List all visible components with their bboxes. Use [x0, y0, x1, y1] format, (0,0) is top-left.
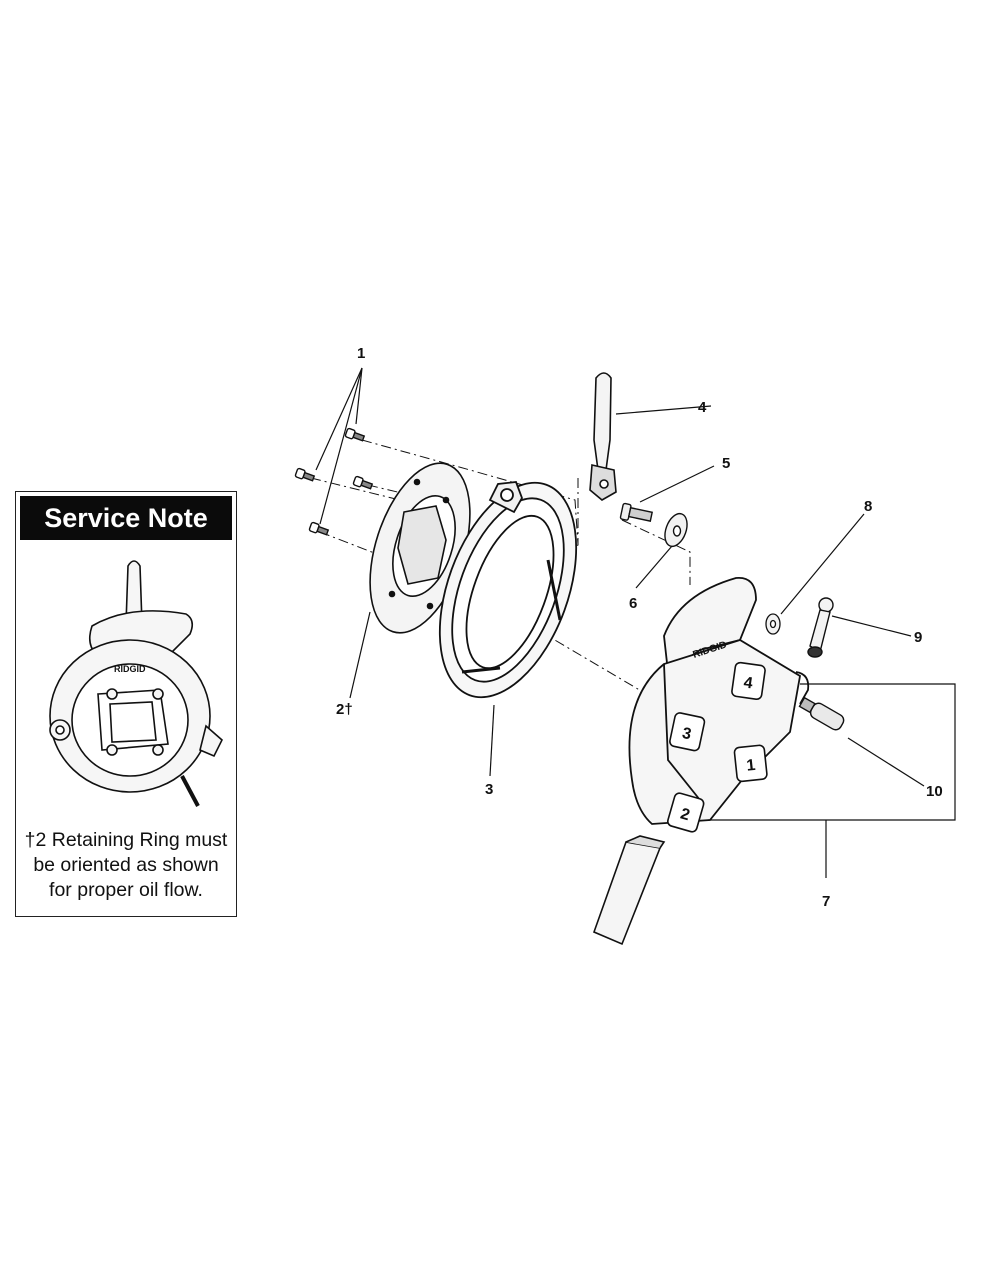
- service-note-panel: Service Note RIDGID †2 R: [15, 491, 237, 917]
- washer-plate: [664, 512, 688, 548]
- assembled-die-head-illustration: RIDGID: [49, 560, 223, 807]
- callout-6: 6: [629, 595, 637, 612]
- pin: [798, 696, 845, 731]
- callout-10: 10: [926, 783, 943, 800]
- die-number: 3: [680, 725, 692, 743]
- note-logo: RIDGID: [114, 664, 146, 674]
- die-segment: 1: [733, 744, 768, 783]
- die-head-body: [628, 577, 810, 825]
- handle-knob: [807, 597, 834, 658]
- service-note-line: for proper oil flow.: [49, 879, 203, 901]
- service-note-text: †2 Retaining Ring must be oriented as sh…: [22, 828, 230, 903]
- die-segment: 2: [667, 792, 705, 833]
- callout-7: 7: [822, 893, 830, 910]
- callout-5: 5: [722, 455, 730, 472]
- die-chaser: [592, 835, 666, 946]
- die-segment: 4: [731, 661, 766, 700]
- lever: [589, 372, 617, 501]
- cap-screw: [352, 475, 374, 490]
- cap-screw: [294, 467, 316, 482]
- callout-3: 3: [485, 781, 493, 798]
- callout-8: 8: [864, 498, 872, 515]
- pivot-screw: [619, 502, 654, 522]
- callout-4: 4: [698, 399, 707, 416]
- die-number: 4: [743, 674, 754, 692]
- die-segment-group: 3 4 1 2: [667, 661, 768, 833]
- cap-screw-group: [294, 427, 374, 536]
- die-head-cover: [438, 481, 578, 699]
- callout-2: 2†: [336, 701, 353, 718]
- callout-1: 1: [357, 345, 365, 362]
- die-segment: 3: [669, 712, 706, 752]
- service-note-line: †2 Retaining Ring must: [24, 829, 228, 851]
- service-note-title: Service Note: [20, 496, 232, 540]
- cap-screw: [308, 521, 330, 536]
- cap-screw: [344, 427, 366, 442]
- callout-9: 9: [914, 629, 922, 646]
- service-note-line: be oriented as shown: [33, 854, 219, 876]
- leader-lines: [315, 367, 956, 878]
- die-number: 1: [746, 757, 757, 775]
- washer: [765, 613, 781, 635]
